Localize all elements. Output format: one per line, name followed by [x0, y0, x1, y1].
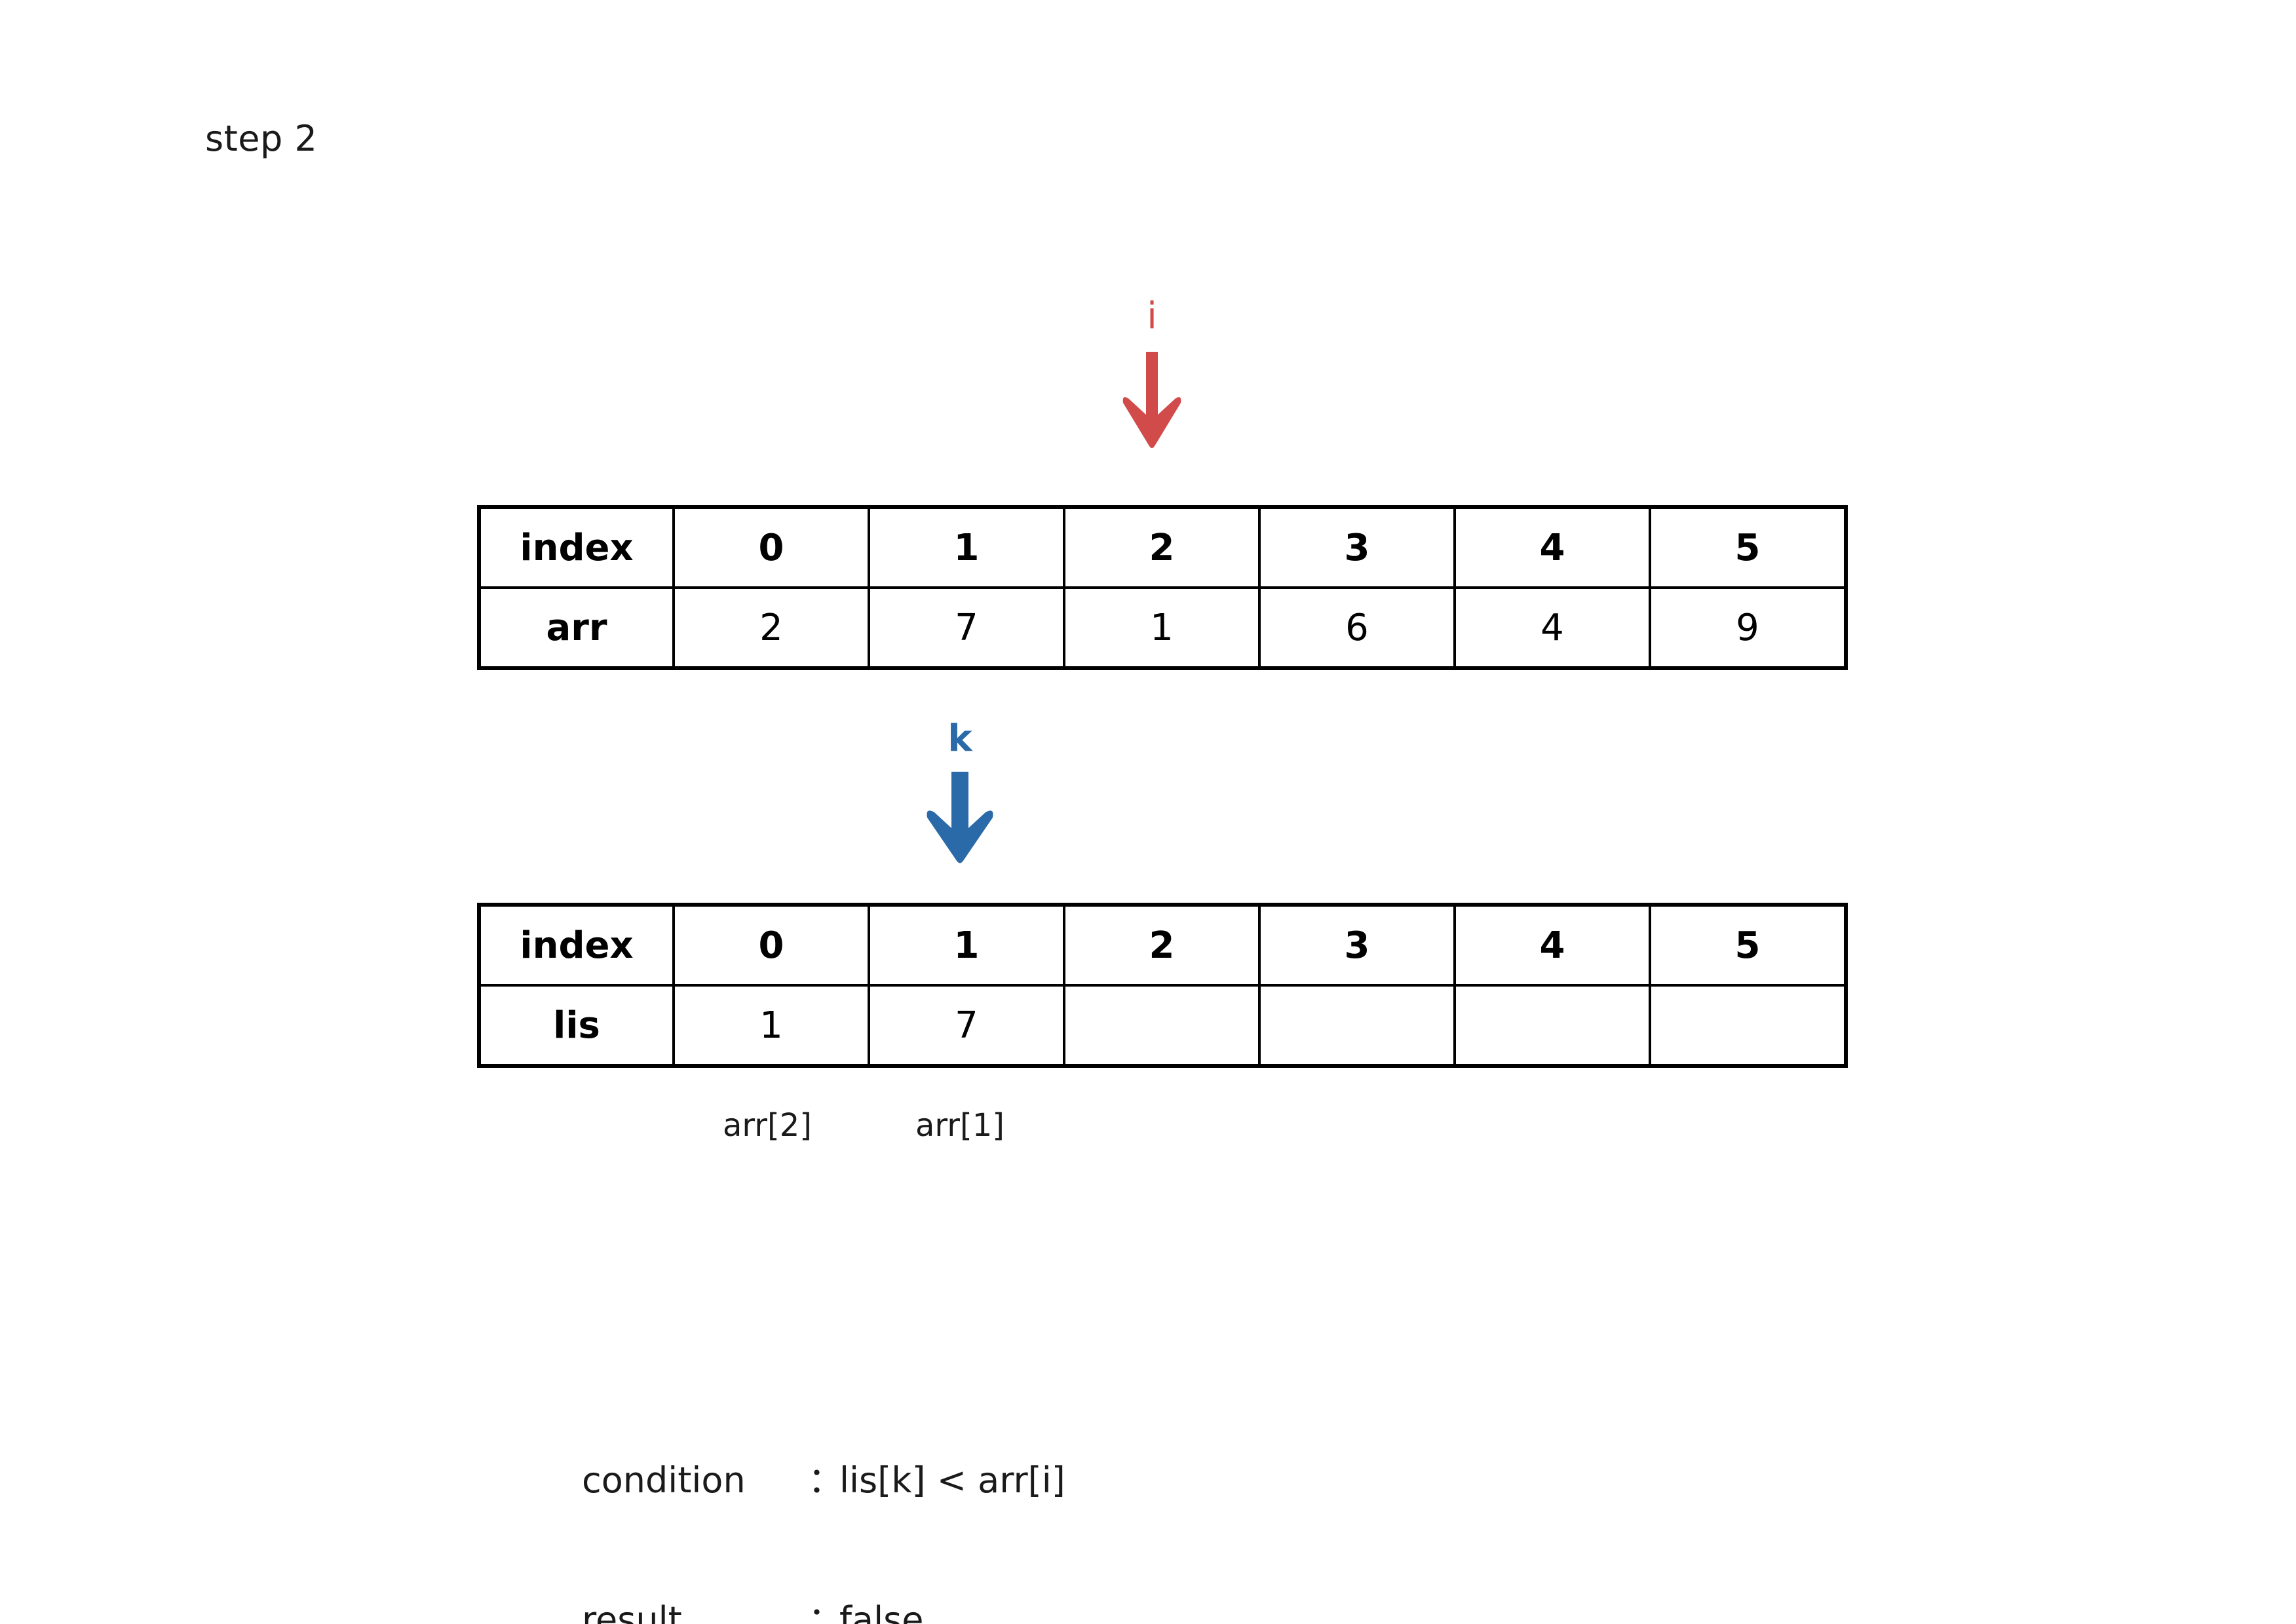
table-row-index: index 0 1 2 3 4 5 — [478, 506, 1847, 589]
cell-index-4: 4 — [1453, 506, 1651, 589]
cell-index-4: 4 — [1453, 903, 1651, 987]
cell-index-2: 2 — [1063, 903, 1261, 987]
result-key: result — [582, 1599, 682, 1624]
condition-separator: ： — [808, 1459, 843, 1501]
cell-index-3: 3 — [1258, 903, 1456, 987]
page-title: step 2 — [205, 118, 318, 159]
table-lis: index 0 1 2 3 4 5 lis 1 7 — [477, 903, 1848, 1068]
table-row-index: index 0 1 2 3 4 5 — [478, 903, 1847, 987]
annotation-lis-0-source: arr[2] — [722, 1107, 813, 1144]
condition-key: condition — [582, 1459, 746, 1501]
cell-lis-5 — [1649, 984, 1847, 1067]
cell-index-5: 5 — [1649, 506, 1847, 589]
cell-arr-3: 6 — [1258, 586, 1456, 670]
pointer-i-label: i — [1147, 295, 1157, 337]
cell-arr-5: 9 — [1649, 586, 1847, 670]
result-value: false — [839, 1599, 924, 1624]
cell-lis-4 — [1453, 984, 1651, 1067]
arrow-down-icon — [1122, 352, 1182, 451]
pointer-i: i — [1122, 298, 1182, 451]
condition-value: lis[k] < arr[i] — [839, 1459, 1065, 1501]
row-label-index: index — [478, 506, 675, 589]
result-line: result ： false — [582, 1596, 1065, 1624]
cell-index-0: 0 — [672, 506, 870, 589]
cell-arr-1: 7 — [868, 586, 1065, 670]
cell-index-1: 1 — [868, 506, 1065, 589]
pointer-k-label: k — [947, 717, 972, 760]
cell-index-3: 3 — [1258, 506, 1456, 589]
pointer-k: k — [925, 721, 995, 866]
cell-index-1: 1 — [868, 903, 1065, 987]
cell-arr-0: 2 — [672, 586, 870, 670]
arrow-down-icon — [925, 772, 995, 866]
cell-index-5: 5 — [1649, 903, 1847, 987]
row-label-lis: lis — [478, 984, 675, 1067]
result-separator: ： — [808, 1599, 843, 1624]
table-row-arr: arr 2 7 1 6 4 9 — [478, 586, 1847, 670]
cell-index-2: 2 — [1063, 506, 1261, 589]
cell-lis-3 — [1258, 984, 1456, 1067]
cell-lis-1: 7 — [868, 984, 1065, 1067]
table-row-lis: lis 1 7 — [478, 984, 1847, 1067]
condition-line: condition ： lis[k] < arr[i] — [582, 1457, 1065, 1503]
table-arr: index 0 1 2 3 4 5 arr 2 7 1 6 4 9 — [477, 505, 1848, 670]
cell-arr-4: 4 — [1453, 586, 1651, 670]
cell-index-0: 0 — [672, 903, 870, 987]
annotation-lis-1-source: arr[1] — [915, 1107, 1005, 1144]
condition-block: condition ： lis[k] < arr[i] result ： fal… — [582, 1363, 1065, 1624]
row-label-index: index — [478, 903, 675, 987]
cell-arr-2: 1 — [1063, 586, 1261, 670]
row-label-arr: arr — [478, 586, 675, 670]
source-annotations: arr[2] arr[1] — [477, 1110, 1827, 1156]
cell-lis-2 — [1063, 984, 1261, 1067]
cell-lis-0: 1 — [672, 984, 870, 1067]
